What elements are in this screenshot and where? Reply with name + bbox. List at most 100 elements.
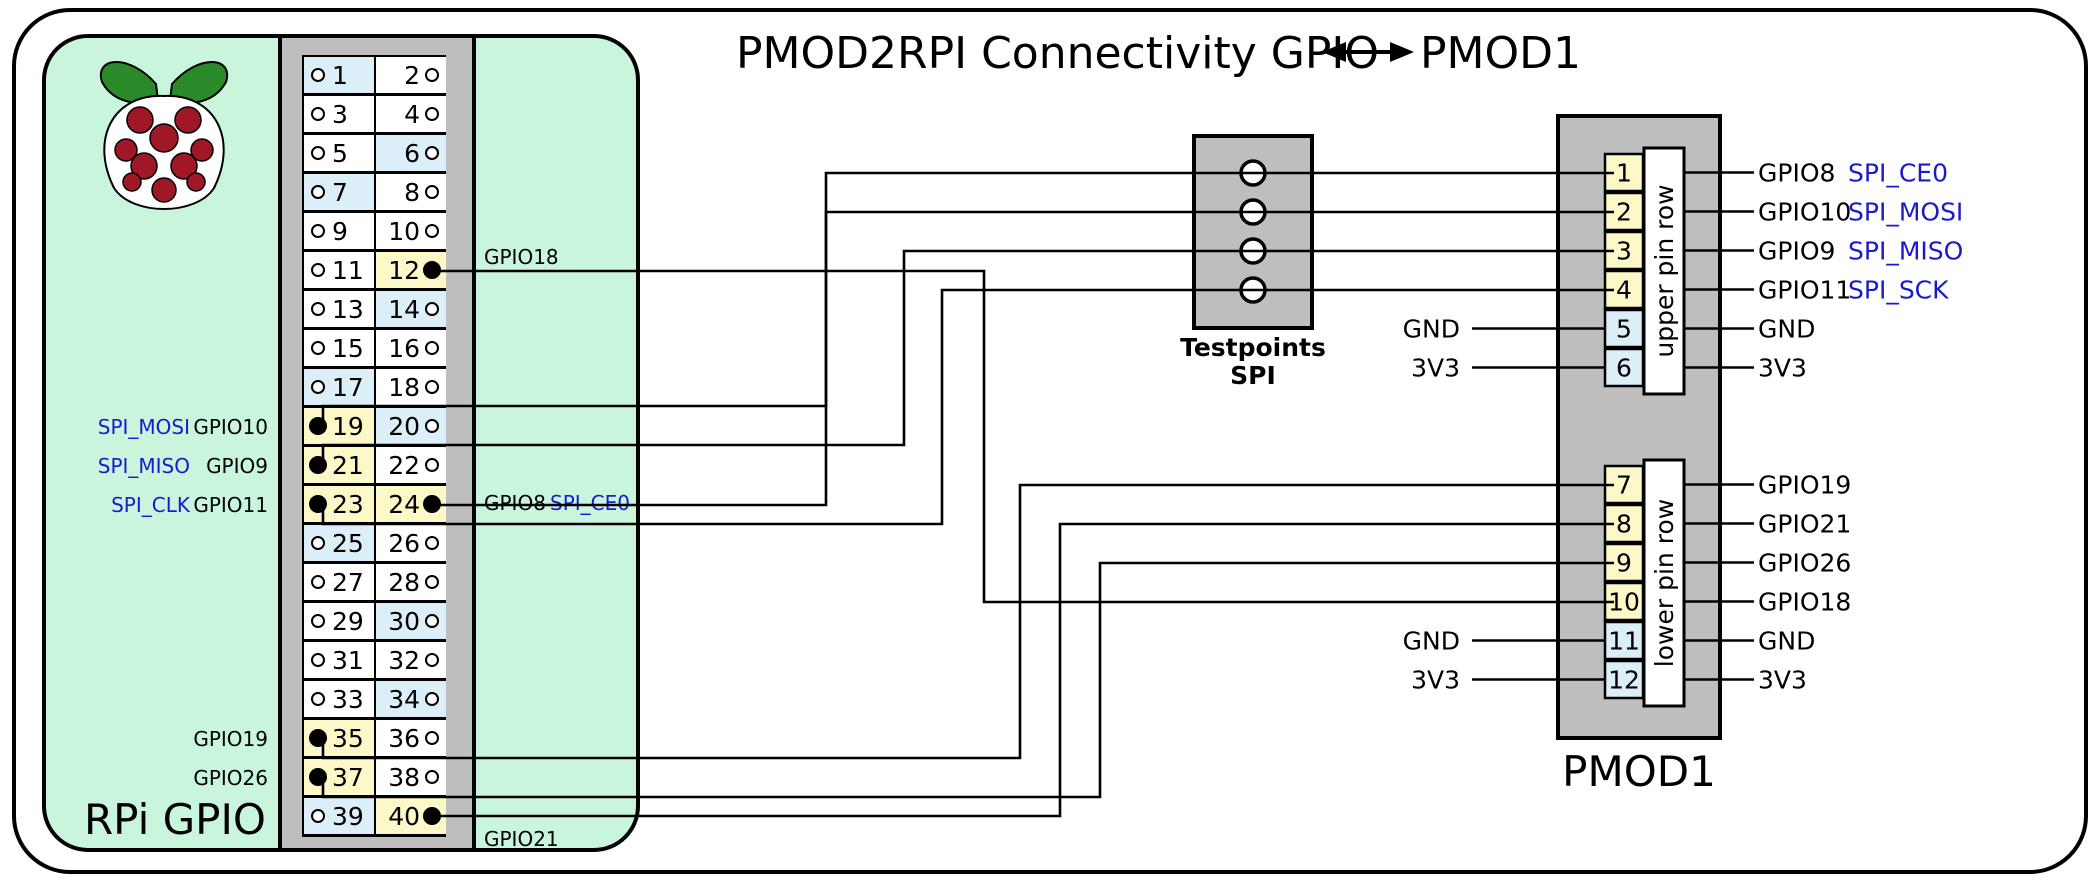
rpi-pin-33-number: 33 [332, 685, 364, 714]
rpi-pin-34: 34 [376, 681, 446, 717]
pmod1-pin-6-number: 6 [1616, 354, 1632, 383]
pmod1-connector: upper pin row lower pin row 123456789101… [1556, 114, 1722, 740]
rpi-pin-13-number: 13 [332, 295, 364, 324]
rpi-pin-7-contact-icon [311, 185, 325, 199]
rpi-pin-1-contact-icon [311, 68, 325, 82]
rpi-pin-2-number: 2 [404, 61, 420, 90]
rpi-pin-17-contact-icon [311, 380, 325, 394]
rpi-pin-5-number: 5 [332, 139, 348, 168]
pmod1-right-signal-label: SPI_CE0 [1848, 159, 1948, 188]
rpi-right-gpio-label: GPIO18 [484, 245, 559, 269]
rpi-pin-14: 14 [376, 291, 446, 327]
rpi-pin-10-number: 10 [388, 217, 420, 246]
pmod1-right-gpio-label: 3V3 [1758, 666, 1807, 695]
pmod1-right-gpio-label: GPIO21 [1758, 510, 1851, 539]
pmod1-pin-11: 11 [1603, 620, 1645, 661]
rpi-left-signal-label: SPI_MOSI [98, 415, 190, 439]
rpi-pin-20-number: 20 [388, 412, 420, 441]
rpi-left-signal-label: SPI_MISO [98, 454, 190, 478]
upper-row-label: upper pin row [1650, 184, 1679, 357]
rpi-pin-35-number: 35 [332, 724, 364, 753]
pmod1-pin-6: 6 [1603, 347, 1645, 388]
rpi-pin-15-number: 15 [332, 334, 364, 363]
pmod1-pin-8-labels: GPIO21 [1684, 510, 1851, 539]
rpi-right-label-pin-12: GPIO18 [484, 245, 559, 269]
rpi-right-label-pin-40: GPIO21 [484, 827, 559, 851]
rpi-pin-32-contact-icon [425, 653, 439, 667]
rpi-right-gpio-label: GPIO21 [484, 827, 559, 851]
rpi-pin-36: 36 [376, 720, 446, 756]
rpi-pin-29-contact-icon [311, 614, 325, 628]
rpi-pin-8-number: 8 [404, 178, 420, 207]
rpi-left-gpio-label: GPIO26 [193, 766, 268, 790]
pmod1-pin-7-number: 7 [1616, 471, 1632, 500]
pmod1-right-gpio-label: GND [1758, 627, 1815, 656]
rpi-pin-8: 8 [376, 174, 446, 210]
rpi-pin-16-number: 16 [388, 334, 420, 363]
rpi-pin-28-number: 28 [388, 568, 420, 597]
rpi-pin-27-contact-icon [311, 575, 325, 589]
rpi-pin-37: 37 [304, 759, 374, 795]
rpi-pin-28-contact-icon [425, 575, 439, 589]
rpi-pin-26-number: 26 [388, 529, 420, 558]
rpi-pin-20-contact-icon [425, 419, 439, 433]
rpi-pin-31-number: 31 [332, 646, 364, 675]
rpi-right-gpio-label: GPIO8 [484, 491, 546, 515]
testpoints-label-line2: SPI [1230, 361, 1276, 390]
rpi-pin-11: 11 [304, 252, 374, 288]
pmod1-right-signal-label: SPI_MOSI [1848, 198, 1963, 227]
rpi-pin-36-number: 36 [388, 724, 420, 753]
rpi-pin-29-number: 29 [332, 607, 364, 636]
wire-gpio26 [321, 561, 1614, 799]
rpi-pin-32: 32 [376, 642, 446, 678]
rpi-pin-24: 24 [376, 486, 446, 522]
rpi-pin-9-number: 9 [332, 217, 348, 246]
rpi-pin-9: 9 [304, 213, 374, 249]
wire-gpio21 [428, 522, 1614, 818]
rpi-pin-39-contact-icon [311, 809, 325, 823]
rpi-pin-17-number: 17 [332, 373, 364, 402]
rpi-pin-29: 29 [304, 603, 374, 639]
rpi-pin-25-number: 25 [332, 529, 364, 558]
pmod1-pin-12: 12 [1603, 659, 1645, 700]
rpi-pin-34-contact-icon [425, 692, 439, 706]
pmod1-pin-11-number: 11 [1608, 627, 1640, 656]
rpi-pin-16-contact-icon [425, 341, 439, 355]
wire-gpio18 [428, 269, 1614, 604]
rpi-pin-9-contact-icon [311, 224, 325, 238]
rpi-pin-31: 31 [304, 642, 374, 678]
rpi-pin-26: 26 [376, 525, 446, 561]
pmod1-pin-5: 5 [1603, 308, 1645, 349]
rpi-pin-18-contact-icon [425, 380, 439, 394]
rpi-pin-7-number: 7 [332, 178, 348, 207]
rpi-pin-11-number: 11 [332, 256, 364, 285]
rpi-pin-10: 10 [376, 213, 446, 249]
pmod1-pin-3-number: 3 [1616, 237, 1632, 266]
rpi-pin-34-number: 34 [388, 685, 420, 714]
title-group: PMOD2RPI Connectivity GPIO PMOD1 [736, 28, 1581, 79]
pmod1-right-gpio-label: 3V3 [1758, 354, 1807, 383]
rpi-pin-38-number: 38 [388, 763, 420, 792]
rpi-pin-21-number: 21 [332, 451, 364, 480]
pmod1-right-gpio-label: GPIO18 [1758, 588, 1851, 617]
pmod1-left-label: 3V3 [1411, 354, 1460, 383]
rpi-pin-25: 25 [304, 525, 374, 561]
rpi-pin-2-contact-icon [425, 68, 439, 82]
pmod1-pin-12-number: 12 [1608, 666, 1640, 695]
rpi-pin-13-contact-icon [311, 302, 325, 316]
rpi-pin-36-contact-icon [425, 731, 439, 745]
rpi-pin-38-contact-icon [425, 770, 439, 784]
rpi-pin-21: 21 [304, 447, 374, 483]
pmod1-pin-7-labels: GPIO19 [1684, 471, 1851, 500]
rpi-pin-10-contact-icon [425, 224, 439, 238]
rpi-pin-25-contact-icon [311, 536, 325, 550]
rpi-pin-33: 33 [304, 681, 374, 717]
rpi-pin-16: 16 [376, 330, 446, 366]
